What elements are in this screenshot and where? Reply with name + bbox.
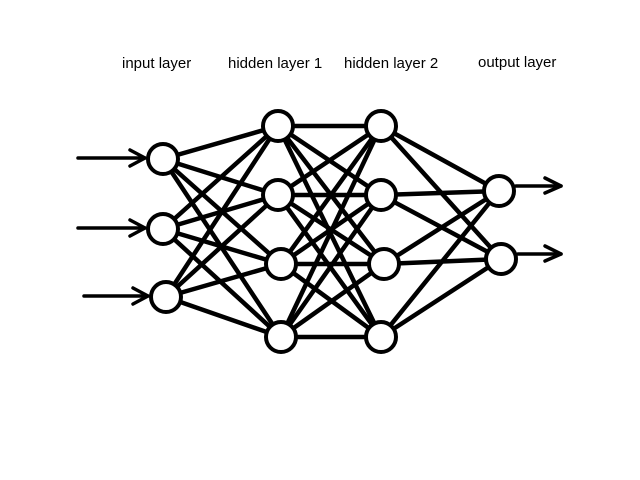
layer-labels: input layer hidden layer 1 hidden layer … <box>122 54 556 72</box>
edge-input-2-to-hidden1-1 <box>163 192 281 300</box>
input-arrow-0 <box>76 148 147 168</box>
node-hidden1-3 <box>264 320 298 354</box>
label-output-layer: output layer <box>478 54 556 71</box>
neurons <box>146 109 518 354</box>
label-hidden-layer-1: hidden layer 1 <box>228 55 322 72</box>
connections <box>160 123 504 340</box>
node-hidden1-2 <box>264 247 298 281</box>
edge-hidden1-1-to-hidden2-0 <box>275 123 384 198</box>
label-hidden-layer-2: hidden layer 2 <box>344 55 438 72</box>
node-hidden2-0 <box>364 109 398 143</box>
edge-hidden2-0-to-output-0 <box>378 123 502 194</box>
edge-input-2-to-hidden1-3 <box>163 294 284 340</box>
edge-hidden1-3-to-hidden2-1 <box>278 192 384 340</box>
node-hidden2-1 <box>364 178 398 212</box>
node-hidden2-2 <box>367 247 401 281</box>
node-input-2 <box>149 280 183 314</box>
edge-input-1-to-hidden1-0 <box>160 123 281 232</box>
label-input-layer: input layer <box>122 55 191 72</box>
edge-hidden2-3-to-output-1 <box>378 256 504 340</box>
edge-hidden2-3-to-output-0 <box>378 188 502 340</box>
edge-input-2-to-hidden1-2 <box>163 261 284 300</box>
edge-hidden1-2-to-hidden2-0 <box>278 123 384 267</box>
edge-input-0-to-hidden1-0 <box>160 123 281 162</box>
node-output-0 <box>482 174 516 208</box>
node-hidden1-0 <box>261 109 295 143</box>
edge-hidden1-3-to-hidden2-2 <box>278 261 387 340</box>
edge-hidden1-3-to-hidden2-0 <box>278 123 384 340</box>
node-hidden2-3 <box>364 320 398 354</box>
node-hidden1-1 <box>261 178 295 212</box>
input-arrow-2 <box>82 286 150 306</box>
output-arrow-1 <box>516 244 563 263</box>
node-input-0 <box>146 142 180 176</box>
edge-input-2-to-hidden1-0 <box>163 123 281 300</box>
node-input-1 <box>146 212 180 246</box>
io-arrows <box>76 148 563 306</box>
node-output-1 <box>484 242 518 276</box>
input-arrow-1 <box>76 218 147 238</box>
output-arrow-0 <box>514 176 563 195</box>
edge-hidden2-2-to-output-0 <box>381 188 502 267</box>
edge-hidden2-1-to-output-0 <box>378 188 502 198</box>
